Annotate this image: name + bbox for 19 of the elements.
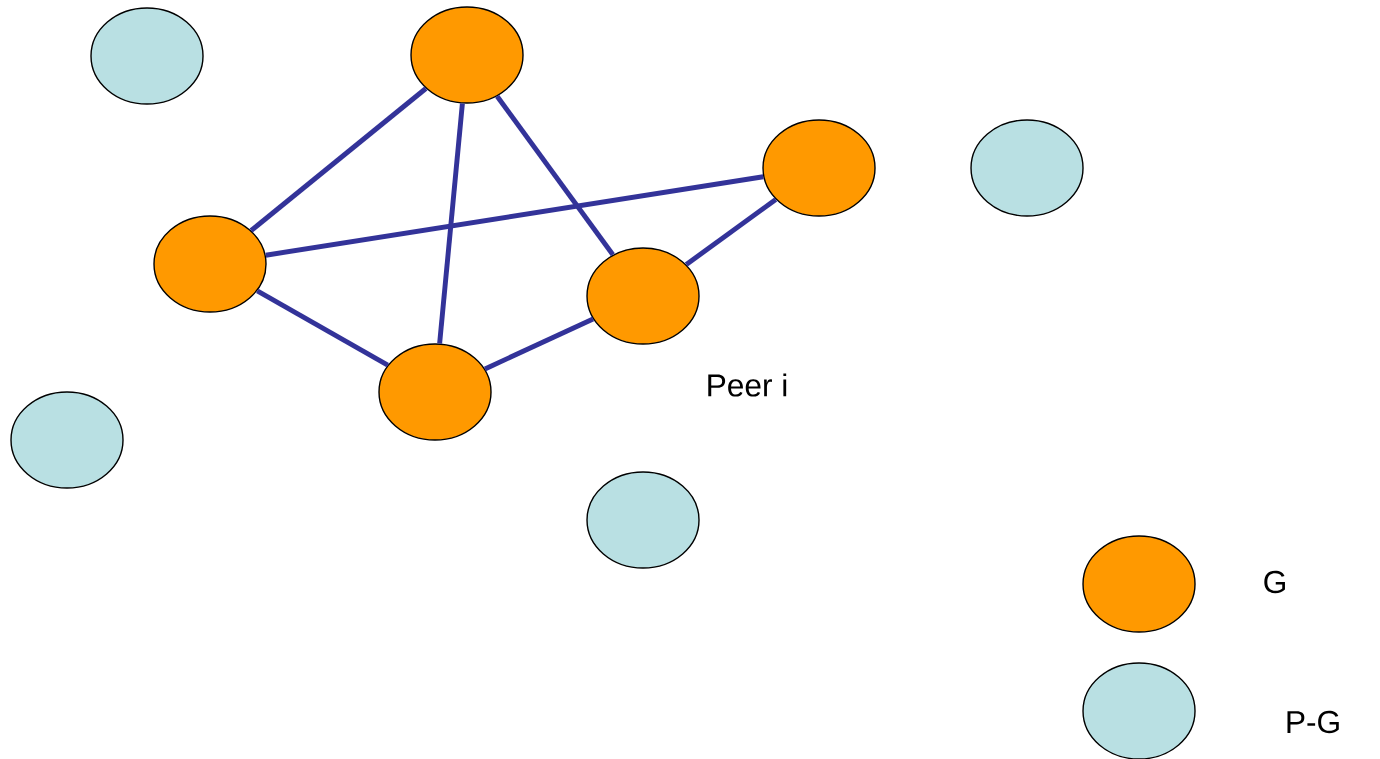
peer-node	[586, 247, 700, 345]
connector-line	[483, 316, 595, 372]
connector-line	[495, 94, 615, 257]
legend-label: P-G	[1287, 710, 1339, 734]
peer-node	[410, 6, 524, 104]
peer-node	[970, 119, 1084, 217]
connector-line	[684, 197, 778, 267]
peer-node	[90, 7, 204, 105]
connector-line	[437, 103, 465, 344]
connector-line	[249, 86, 428, 233]
legend-label: G	[1264, 570, 1285, 594]
peer-node	[762, 119, 876, 217]
peer-node	[10, 391, 124, 489]
connector-line	[265, 174, 764, 258]
peer-node	[586, 471, 700, 569]
peer-node	[153, 215, 267, 313]
node-label: Peer i	[708, 373, 787, 397]
peer-node	[378, 343, 492, 441]
connector-line	[256, 288, 389, 368]
